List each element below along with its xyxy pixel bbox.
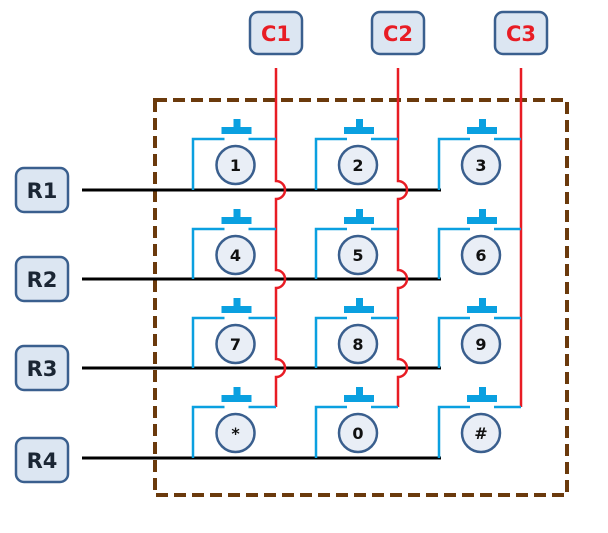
switch-contact-left — [314, 227, 347, 279]
switch-plunger-stem-icon — [479, 209, 486, 218]
switch-plunger-icon — [344, 306, 374, 313]
switch-plunger-stem-icon — [479, 387, 486, 396]
column-label-box — [370, 10, 426, 56]
switch-contact-left — [437, 316, 470, 368]
key-button-circle[interactable] — [460, 323, 502, 365]
key-star[interactable]: * — [191, 387, 276, 458]
switch-plunger-icon — [467, 127, 497, 134]
key-label: 7 — [230, 335, 241, 354]
key-5[interactable]: 5 — [314, 209, 398, 279]
switch-plunger-stem-icon — [233, 298, 241, 307]
key-button-circle[interactable] — [337, 412, 379, 454]
switch-plunger-icon — [344, 127, 374, 134]
key-button-circle[interactable] — [460, 412, 502, 454]
switch-contact-left — [314, 316, 347, 368]
key-3[interactable]: 3 — [437, 119, 521, 190]
switch-plunger-stem-icon — [233, 119, 241, 128]
key-label: 9 — [475, 335, 486, 354]
row-label-r4: R4 — [14, 436, 70, 484]
key-button-circle[interactable] — [215, 323, 256, 365]
row-label-box — [14, 436, 70, 484]
switch-contact-left — [437, 227, 470, 279]
switch-plunger-stem-icon — [356, 119, 363, 128]
row-label-box — [14, 166, 70, 214]
column-label-c1: C1 — [248, 10, 304, 56]
key-button-circle[interactable] — [337, 323, 379, 365]
switch-plunger-icon — [344, 395, 374, 402]
keypad-boundary — [153, 98, 569, 497]
key-label: 0 — [352, 424, 363, 443]
switch-plunger-icon — [467, 395, 497, 402]
switch-contact-left — [191, 137, 225, 190]
key-0[interactable]: 0 — [314, 387, 398, 458]
key-2[interactable]: 2 — [314, 119, 398, 190]
key-label: 1 — [230, 156, 241, 175]
switch-plunger-stem-icon — [479, 298, 486, 307]
switch-plunger-icon — [221, 306, 252, 313]
key-button-circle[interactable] — [337, 234, 379, 276]
key-label: 4 — [230, 246, 241, 265]
key-button-circle[interactable] — [215, 144, 256, 186]
column-label-c3: C3 — [493, 10, 549, 56]
switch-contact-left — [314, 405, 347, 458]
key-4[interactable]: 4 — [191, 209, 276, 279]
switch-contact-left — [191, 316, 225, 368]
key-label: * — [231, 424, 240, 443]
switch-plunger-stem-icon — [233, 387, 241, 396]
row-label-r3: R3 — [14, 344, 70, 392]
key-button-circle[interactable] — [215, 412, 256, 454]
row-label-box — [14, 255, 70, 303]
switch-plunger-icon — [344, 217, 374, 224]
column-label-box — [248, 10, 304, 56]
key-8[interactable]: 8 — [314, 298, 398, 368]
column-label-text: C1 — [261, 22, 291, 46]
switch-contact-left — [437, 405, 470, 458]
key-button-circle[interactable] — [460, 144, 502, 186]
key-1[interactable]: 1 — [191, 119, 276, 190]
row-label-r1: R1 — [14, 166, 70, 214]
key-hash[interactable]: # — [437, 387, 521, 458]
column-label-box — [493, 10, 549, 56]
key-label: 8 — [352, 335, 363, 354]
switch-plunger-stem-icon — [356, 298, 363, 307]
column-label-c2: C2 — [370, 10, 426, 56]
column-wire-c2 — [396, 68, 409, 407]
key-button-circle[interactable] — [460, 234, 502, 276]
switch-plunger-icon — [221, 127, 252, 134]
key-label: 6 — [475, 246, 486, 265]
key-button-circle[interactable] — [337, 144, 379, 186]
row-label-text: R2 — [27, 268, 58, 292]
switch-plunger-icon — [221, 217, 252, 224]
switch-plunger-icon — [467, 217, 497, 224]
switch-contact-left — [191, 227, 225, 279]
switch-contact-left — [437, 137, 470, 190]
switch-plunger-stem-icon — [233, 209, 241, 218]
key-6[interactable]: 6 — [437, 209, 521, 279]
key-label: 3 — [475, 156, 486, 175]
row-label-r2: R2 — [14, 255, 70, 303]
switch-contact-left — [314, 137, 347, 190]
key-7[interactable]: 7 — [191, 298, 276, 368]
key-label: # — [474, 424, 487, 443]
key-button-circle[interactable] — [215, 234, 256, 276]
switch-plunger-icon — [221, 395, 252, 402]
switch-plunger-icon — [467, 306, 497, 313]
column-label-text: C2 — [383, 22, 413, 46]
column-label-text: C3 — [506, 22, 536, 46]
row-label-box — [14, 344, 70, 392]
key-label: 2 — [352, 156, 363, 175]
row-label-text: R3 — [27, 357, 58, 381]
row-label-text: R4 — [27, 449, 58, 473]
key-label: 5 — [352, 246, 363, 265]
column-wire-c1 — [274, 68, 287, 407]
switch-plunger-stem-icon — [356, 209, 363, 218]
switch-plunger-stem-icon — [356, 387, 363, 396]
switch-contact-left — [191, 405, 225, 458]
row-label-text: R1 — [27, 179, 58, 203]
switch-plunger-stem-icon — [479, 119, 486, 128]
key-9[interactable]: 9 — [437, 298, 521, 368]
